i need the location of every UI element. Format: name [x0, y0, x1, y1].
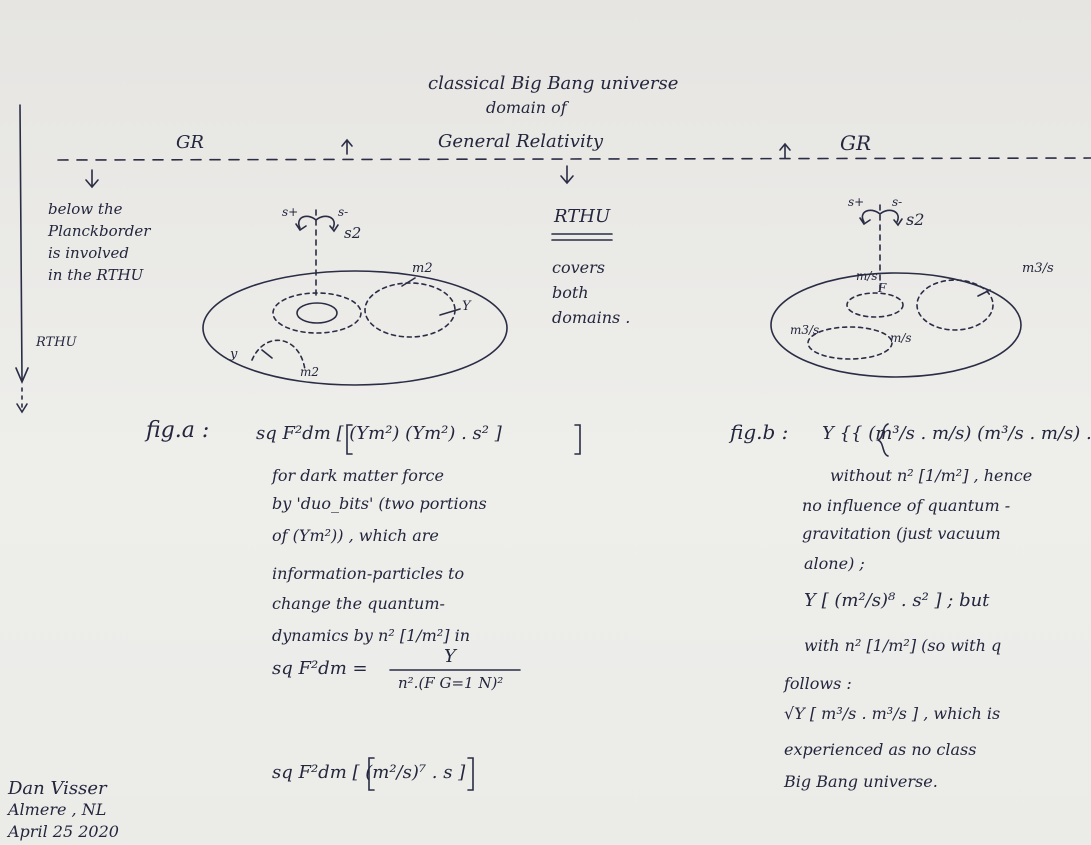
- fig-a-eq-lhs: sq F²dm =: [272, 658, 368, 679]
- fig-a-text-line: of (Ym²)) , which are: [272, 526, 439, 545]
- signature-date: April 25 2020: [8, 822, 119, 841]
- fig-b-ms-top: m/s: [856, 269, 878, 283]
- center-title: RTHU: [554, 206, 611, 227]
- fig-a-formula: sq F²dm [ (Ym²) (Ym²) . s² ]: [256, 423, 502, 444]
- center-note-line: both: [552, 283, 589, 302]
- center-note-line: covers: [552, 258, 605, 277]
- fig-a-text-line: dynamics by n² [1/m²] in: [272, 626, 470, 645]
- fig-a-m2-bottom: m2: [300, 365, 320, 379]
- fig-b-f-label: F: [878, 281, 887, 295]
- down-arrow-center: [560, 165, 574, 185]
- left-note-line: Planckborder: [48, 222, 151, 240]
- fig-b-text-line: Big Bang universe.: [784, 772, 938, 791]
- fig-b-m3s-label: m3/s: [1022, 261, 1054, 276]
- fig-a-spin-squared: s2: [344, 224, 362, 242]
- gr-label-right: GR: [840, 131, 872, 155]
- fig-b-text-line: follows :: [784, 674, 852, 693]
- fig-a-spin-plus: s+: [282, 205, 299, 219]
- fig-a-final-formula: sq F²dm [ (m²/s)⁷ . s ]: [272, 762, 466, 783]
- fig-b-text-line: experienced as no class: [784, 740, 977, 759]
- fig-b-text-line: √Y [ m³/s . m³/s ] , which is: [784, 704, 1001, 723]
- fig-a-text-line: information-particles to: [272, 564, 465, 583]
- fig-b-disk: [770, 272, 1022, 378]
- fig-b-text-line: with n² [1/m²] (so with q: [804, 636, 1002, 655]
- fig-a-label: fig.a :: [146, 418, 210, 443]
- fig-a-eq-denominator: n².(F G=1 N)²: [398, 674, 504, 692]
- fig-b-text-line: gravitation (just vacuum: [802, 524, 1001, 543]
- rthu-axis-arrow: [15, 367, 29, 385]
- fig-a-y-small: y: [230, 347, 238, 362]
- up-arrow-right: [779, 142, 791, 159]
- rthu-axis-line: [19, 104, 23, 381]
- down-arrow-left: [85, 169, 99, 189]
- header-line-3: General Relativity: [438, 131, 604, 152]
- fig-b-m3s-left: m3/s: [790, 323, 820, 337]
- planck-border-line: [57, 157, 1091, 161]
- fig-b-spin-minus: s-: [892, 195, 903, 209]
- left-note-line: below the: [48, 200, 123, 218]
- fig-b-spin-plus: s+: [848, 195, 865, 209]
- fig-b-text-line: no influence of quantum -: [802, 496, 1011, 515]
- gr-label-left: GR: [176, 132, 204, 153]
- fig-a-disk: [202, 270, 508, 386]
- header-line-2: domain of: [486, 98, 567, 117]
- signature-name: Dan Visser: [8, 778, 107, 799]
- fig-b-label: fig.b :: [730, 420, 789, 444]
- rthu-axis-label: RTHU: [36, 335, 77, 350]
- fig-b-formula: Y {{ (m³/s . m/s) (m³/s . m/s) . s }²: [822, 423, 1091, 444]
- fig-b-text-line: alone) ;: [804, 554, 865, 573]
- fig-b-spin-squared: s2: [906, 210, 925, 229]
- fig-a-eq-numerator: Y: [444, 646, 456, 667]
- center-note-line: domains .: [552, 308, 631, 327]
- fig-b-text-line: Y [ (m²/s)⁸ . s² ] ; but: [804, 590, 990, 611]
- fig-a-text-line: change the quantum-: [272, 594, 445, 613]
- up-arrow-left: [341, 138, 353, 155]
- fig-a-text-line: for dark matter force: [272, 466, 444, 485]
- left-note-line: in the RTHU: [48, 266, 144, 284]
- fig-a-spin-minus: s-: [338, 205, 349, 219]
- fig-b-ms-bottom: m/s: [890, 331, 912, 345]
- left-note-line: is involved: [48, 244, 129, 262]
- fig-a-y-label: Y: [462, 299, 471, 314]
- fig-a-m2-label: m2: [412, 261, 433, 276]
- fig-a-text-line: by 'duo_bits' (two portions: [272, 494, 487, 513]
- fig-b-text-line: without n² [1/m²] , hence: [830, 466, 1033, 485]
- signature-place: Almere , NL: [8, 800, 107, 819]
- header-line-1: classical Big Bang universe: [428, 73, 679, 94]
